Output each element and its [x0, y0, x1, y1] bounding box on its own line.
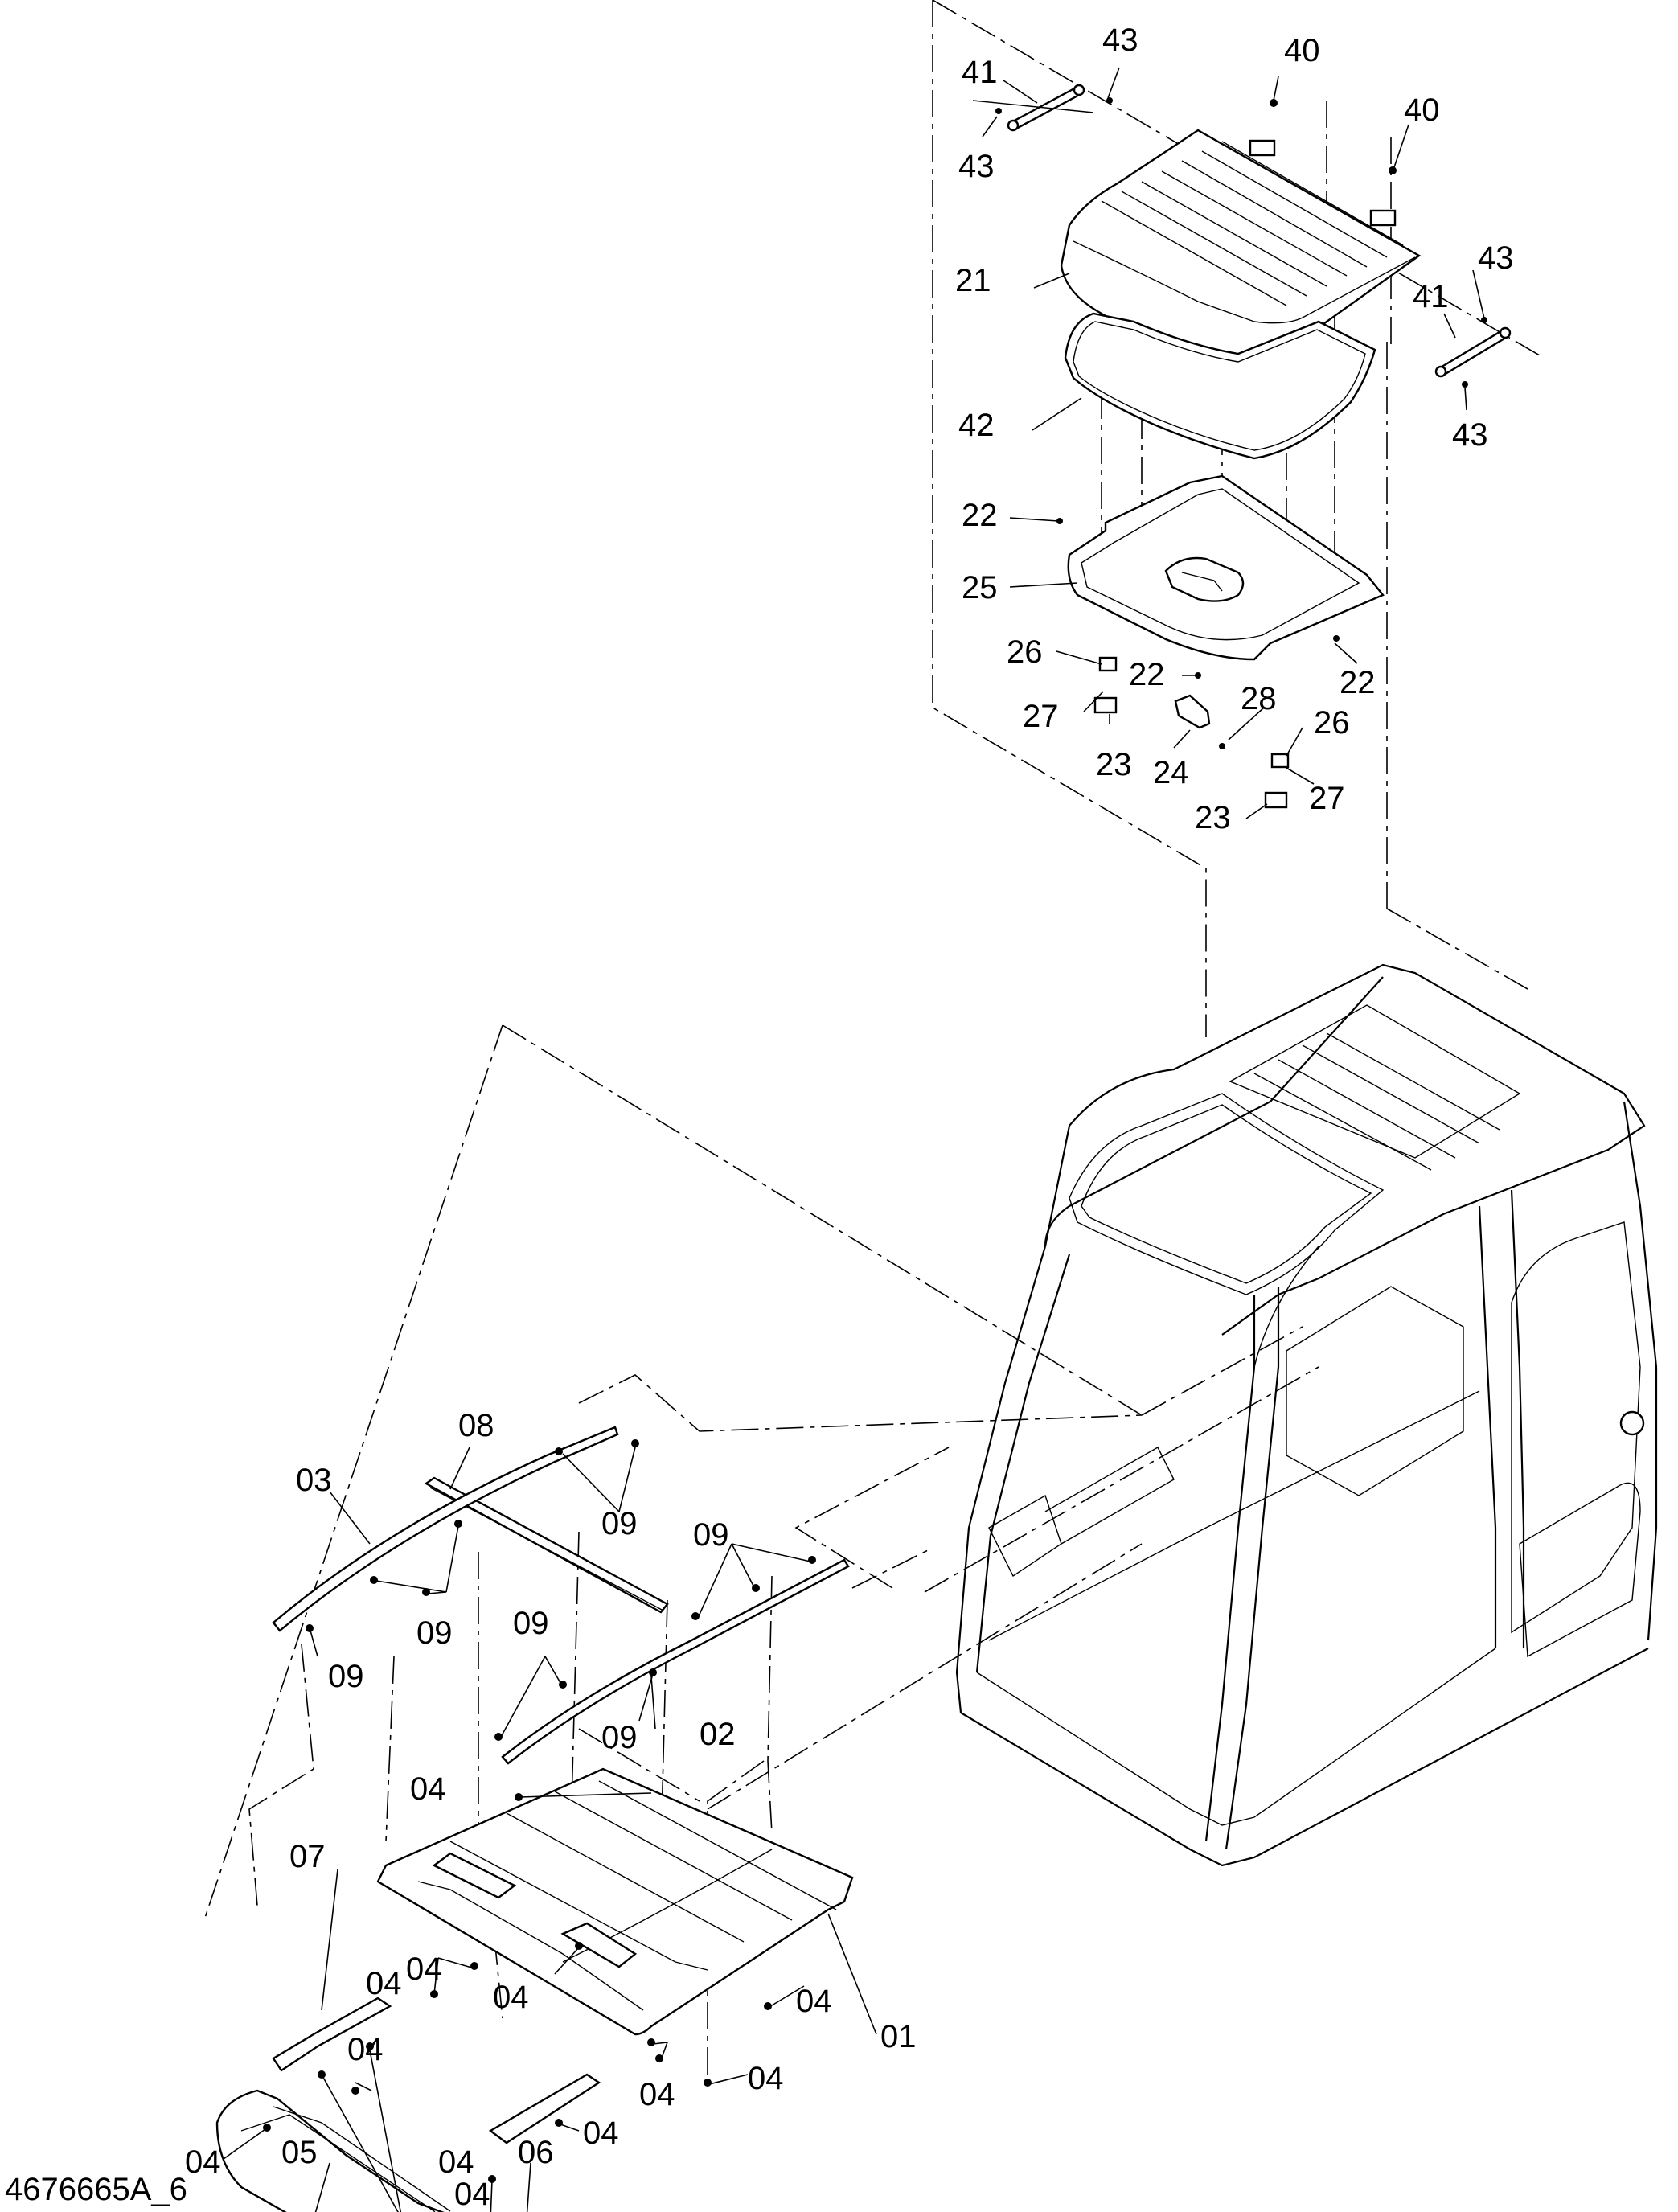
roof-side-rail-right [501, 1558, 850, 1765]
callout-43a: 43 [1102, 23, 1138, 58]
callout-41b: 41 [1413, 279, 1449, 314]
callout-04l: 04 [454, 2177, 490, 2212]
callout-09c: 09 [416, 1615, 453, 1651]
callout-22a: 22 [962, 498, 998, 533]
callout-04h: 04 [748, 2061, 784, 2096]
roof-liner-strip-07 [272, 1997, 392, 2072]
leader-lines [223, 67, 1485, 2212]
callout-43c: 43 [1478, 240, 1514, 276]
callout-23b: 23 [1195, 800, 1231, 835]
callout-01: 01 [880, 2019, 917, 2054]
callout-43b: 43 [958, 149, 995, 184]
document-id: 4676665A_6 [5, 2172, 187, 2207]
callout-09a: 09 [601, 1506, 638, 1541]
callout-23a: 23 [1096, 747, 1132, 782]
callout-09d: 09 [328, 1659, 364, 1694]
latch-plate-right [1264, 791, 1288, 809]
callout-04d: 04 [493, 1980, 529, 2015]
callout-07: 07 [289, 1839, 326, 1874]
roof-panel [376, 1767, 854, 2036]
callout-04a: 04 [410, 1771, 446, 1807]
callout-08: 08 [458, 1408, 494, 1443]
roof-panel-assembly [215, 1426, 854, 2212]
callout-04c: 04 [366, 1966, 402, 2001]
callouts: 43 41 43 40 40 21 43 41 43 42 22 25 26 2… [5, 23, 1514, 2212]
roof-hatch-cover [1060, 129, 1422, 363]
assembly-dash-lines [204, 0, 1545, 2091]
callout-27b: 27 [1309, 781, 1345, 816]
callout-02: 02 [700, 1717, 736, 1752]
callout-26b: 26 [1314, 705, 1350, 741]
callout-42: 42 [958, 408, 995, 443]
latch-bracket-left [1098, 656, 1118, 672]
callout-26a: 26 [1007, 634, 1043, 670]
latch-handle [1174, 694, 1211, 729]
callout-04b: 04 [406, 1951, 442, 1987]
latch-plate-left [1093, 696, 1118, 714]
callout-04j: 04 [583, 2116, 619, 2151]
roof-cross-rail [424, 1476, 669, 1614]
callout-05: 05 [281, 2135, 318, 2170]
callout-22b: 22 [1129, 657, 1165, 692]
callout-04f: 04 [347, 2032, 384, 2067]
callout-41a: 41 [962, 55, 998, 90]
callout-09e: 09 [513, 1606, 549, 1641]
roof-liner-frame [215, 2089, 451, 2212]
hatch-frame [1067, 474, 1385, 661]
callout-25: 25 [962, 570, 998, 605]
callout-03: 03 [296, 1463, 332, 1498]
latch-bracket-right [1270, 753, 1290, 769]
hatch-assembly [972, 84, 1512, 809]
callout-04k: 04 [438, 2144, 474, 2180]
callout-21: 21 [955, 263, 991, 298]
callout-09b: 09 [693, 1517, 729, 1553]
callout-04i: 04 [185, 2144, 221, 2180]
callout-27a: 27 [1023, 699, 1059, 734]
callout-28: 28 [1241, 681, 1277, 716]
hinge-rod-right [1438, 328, 1510, 376]
callout-40a: 40 [1284, 33, 1320, 68]
callout-09f: 09 [601, 1720, 638, 1755]
callout-04e: 04 [796, 1984, 832, 2019]
roof-side-rail-left [272, 1426, 619, 1632]
roof-liner-strip-06 [488, 2073, 601, 2144]
callout-43d: 43 [1452, 417, 1488, 453]
hatch-seal [1064, 312, 1376, 460]
callout-22c: 22 [1340, 665, 1376, 700]
cab-body [955, 963, 1658, 1867]
callout-06: 06 [518, 2135, 554, 2170]
callout-40b: 40 [1404, 92, 1440, 128]
callout-24: 24 [1153, 755, 1189, 790]
callout-04g: 04 [639, 2077, 675, 2112]
